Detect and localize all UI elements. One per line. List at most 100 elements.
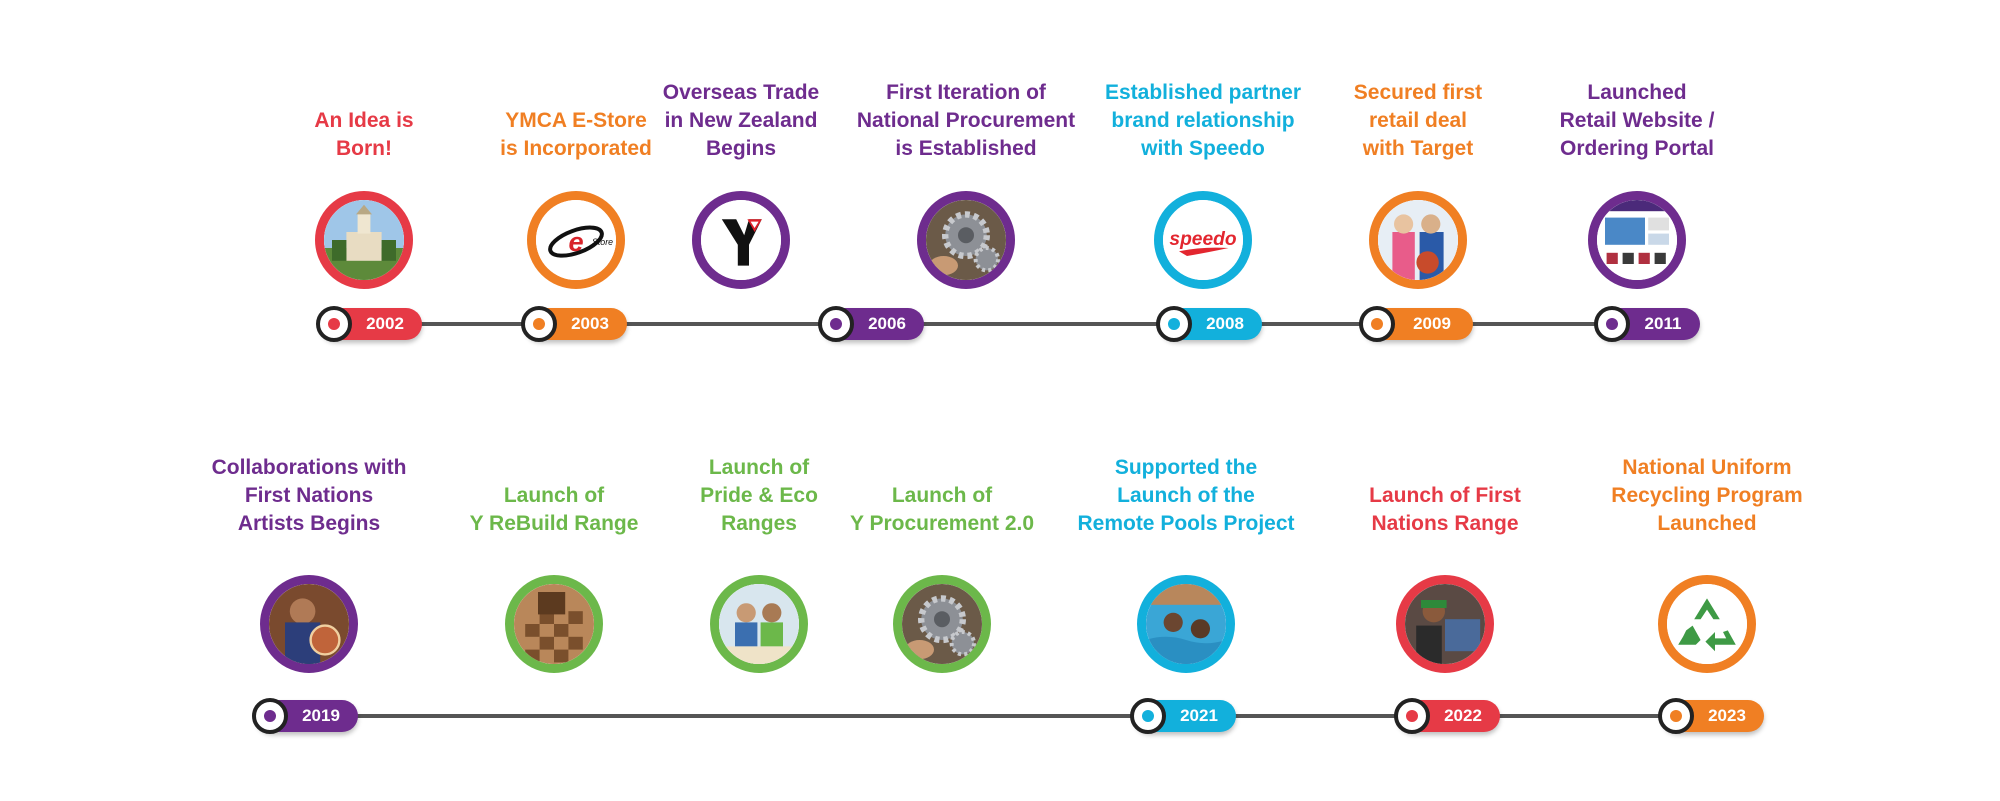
speedo-logo-icon: speedo: [1163, 200, 1243, 280]
year-dot-center: [264, 710, 276, 722]
year-dot-center: [1406, 710, 1418, 722]
year-pill: 2003: [521, 306, 627, 342]
year-label: 2003: [571, 314, 609, 333]
year-dot-center: [1142, 710, 1154, 722]
event-label-line: Born!: [336, 137, 392, 160]
timeline-line: [270, 714, 1740, 718]
event-label-line: with Target: [1362, 137, 1474, 160]
year-label: 2011: [1644, 314, 1682, 333]
pool-photo-icon: [1146, 584, 1226, 664]
event-label-line: Launch of the: [1117, 484, 1255, 507]
event-label-line: Ordering Portal: [1559, 137, 1715, 160]
event-label-line: An Idea is: [314, 109, 414, 132]
first-nations-range-photo-icon: [1405, 584, 1485, 664]
event-image: [1369, 191, 1467, 289]
event-label-line: Y Procurement 2.0: [849, 512, 1035, 535]
year-dot-icon: [1130, 698, 1166, 734]
year-label: 2019: [302, 706, 340, 725]
event-label-line: First Iteration of: [886, 81, 1046, 104]
year-label: 2021: [1180, 706, 1218, 725]
year-pill: 2002: [316, 306, 422, 342]
rebuild-range-photo-icon: [514, 584, 594, 664]
event-label-line: Retail Website /: [1559, 109, 1715, 132]
event-label: Launch of Y ReBuild Range: [424, 482, 684, 538]
recycle-icon: [1667, 584, 1747, 664]
year-pill: 2011: [1594, 306, 1700, 342]
website-screenshot-icon: [1597, 200, 1677, 280]
pride-eco-photo-icon: [719, 584, 799, 664]
gears-photo-icon: [902, 584, 982, 664]
year-label: 2008: [1206, 314, 1244, 333]
event-label-line: First Nations: [244, 484, 374, 507]
event-label-line: Pride & Eco: [700, 484, 818, 507]
event-label-line: Launch of First: [1369, 484, 1521, 507]
year-dot-center: [328, 318, 340, 330]
event-label-line: Y ReBuild Range: [469, 512, 639, 535]
artist-photo-icon: [269, 584, 349, 664]
event-label-line: in New Zealand: [664, 109, 818, 132]
event-image: [692, 191, 790, 289]
gears-photo-icon: [926, 200, 1006, 280]
event-image: [917, 191, 1015, 289]
event-label-line: with Speedo: [1141, 137, 1265, 160]
svg-text:Store: Store: [592, 237, 613, 247]
target-retail-photo-icon: [1378, 200, 1458, 280]
event-label-line: Overseas Trade: [662, 81, 820, 104]
event-label: First Iteration of National Procurement is…: [836, 79, 1096, 163]
event-label-line: Launched: [1657, 512, 1757, 535]
year-dot-center: [533, 318, 545, 330]
event-label-line: YMCA E-Store: [505, 109, 647, 132]
event-image: speedo: [1154, 191, 1252, 289]
event-image: [710, 575, 808, 673]
event-image: [315, 191, 413, 289]
year-dot-icon: [1156, 306, 1192, 342]
year-dot-center: [1371, 318, 1383, 330]
event-label-line: Launch of: [503, 484, 605, 507]
year-pill: 2019: [252, 698, 358, 734]
event-label-line: retail deal: [1368, 109, 1468, 132]
year-dot-icon: [1359, 306, 1395, 342]
year-dot-icon: [252, 698, 288, 734]
year-pill: 2009: [1359, 306, 1473, 342]
event-label-line: Secured first: [1353, 81, 1483, 104]
year-dot-icon: [521, 306, 557, 342]
event-label-line: is Established: [895, 137, 1037, 160]
year-dot-icon: [818, 306, 854, 342]
event-image: [505, 575, 603, 673]
event-label-line: Recycling Program: [1611, 484, 1803, 507]
year-dot-icon: [1658, 698, 1694, 734]
event-image: [893, 575, 991, 673]
event-label-line: Launched: [1587, 81, 1687, 104]
event-label-line: Artists Begins: [237, 512, 381, 535]
year-pill: 2008: [1156, 306, 1262, 342]
year-label: 2023: [1708, 706, 1746, 725]
event-label: Secured first retail deal with Target: [1288, 79, 1548, 163]
event-label-line: Collaborations with: [211, 456, 407, 479]
event-label-line: Launch of: [708, 456, 810, 479]
year-pill: 2023: [1658, 698, 1764, 734]
event-label: Launch of Y Procurement 2.0: [812, 482, 1072, 538]
timeline-line: [330, 322, 1680, 326]
event-label-line: National Procurement: [856, 109, 1076, 132]
event-image: [1658, 575, 1756, 673]
event-label-line: National Uniform: [1622, 456, 1792, 479]
year-label: 2009: [1413, 314, 1451, 333]
event-label-line: Launch of: [891, 484, 993, 507]
year-dot-icon: [316, 306, 352, 342]
year-label: 2002: [366, 314, 404, 333]
event-image: [1137, 575, 1235, 673]
year-label: 2022: [1444, 706, 1482, 725]
event-label-line: Supported the: [1114, 456, 1258, 479]
year-label: 2006: [868, 314, 906, 333]
year-dot-center: [1606, 318, 1618, 330]
